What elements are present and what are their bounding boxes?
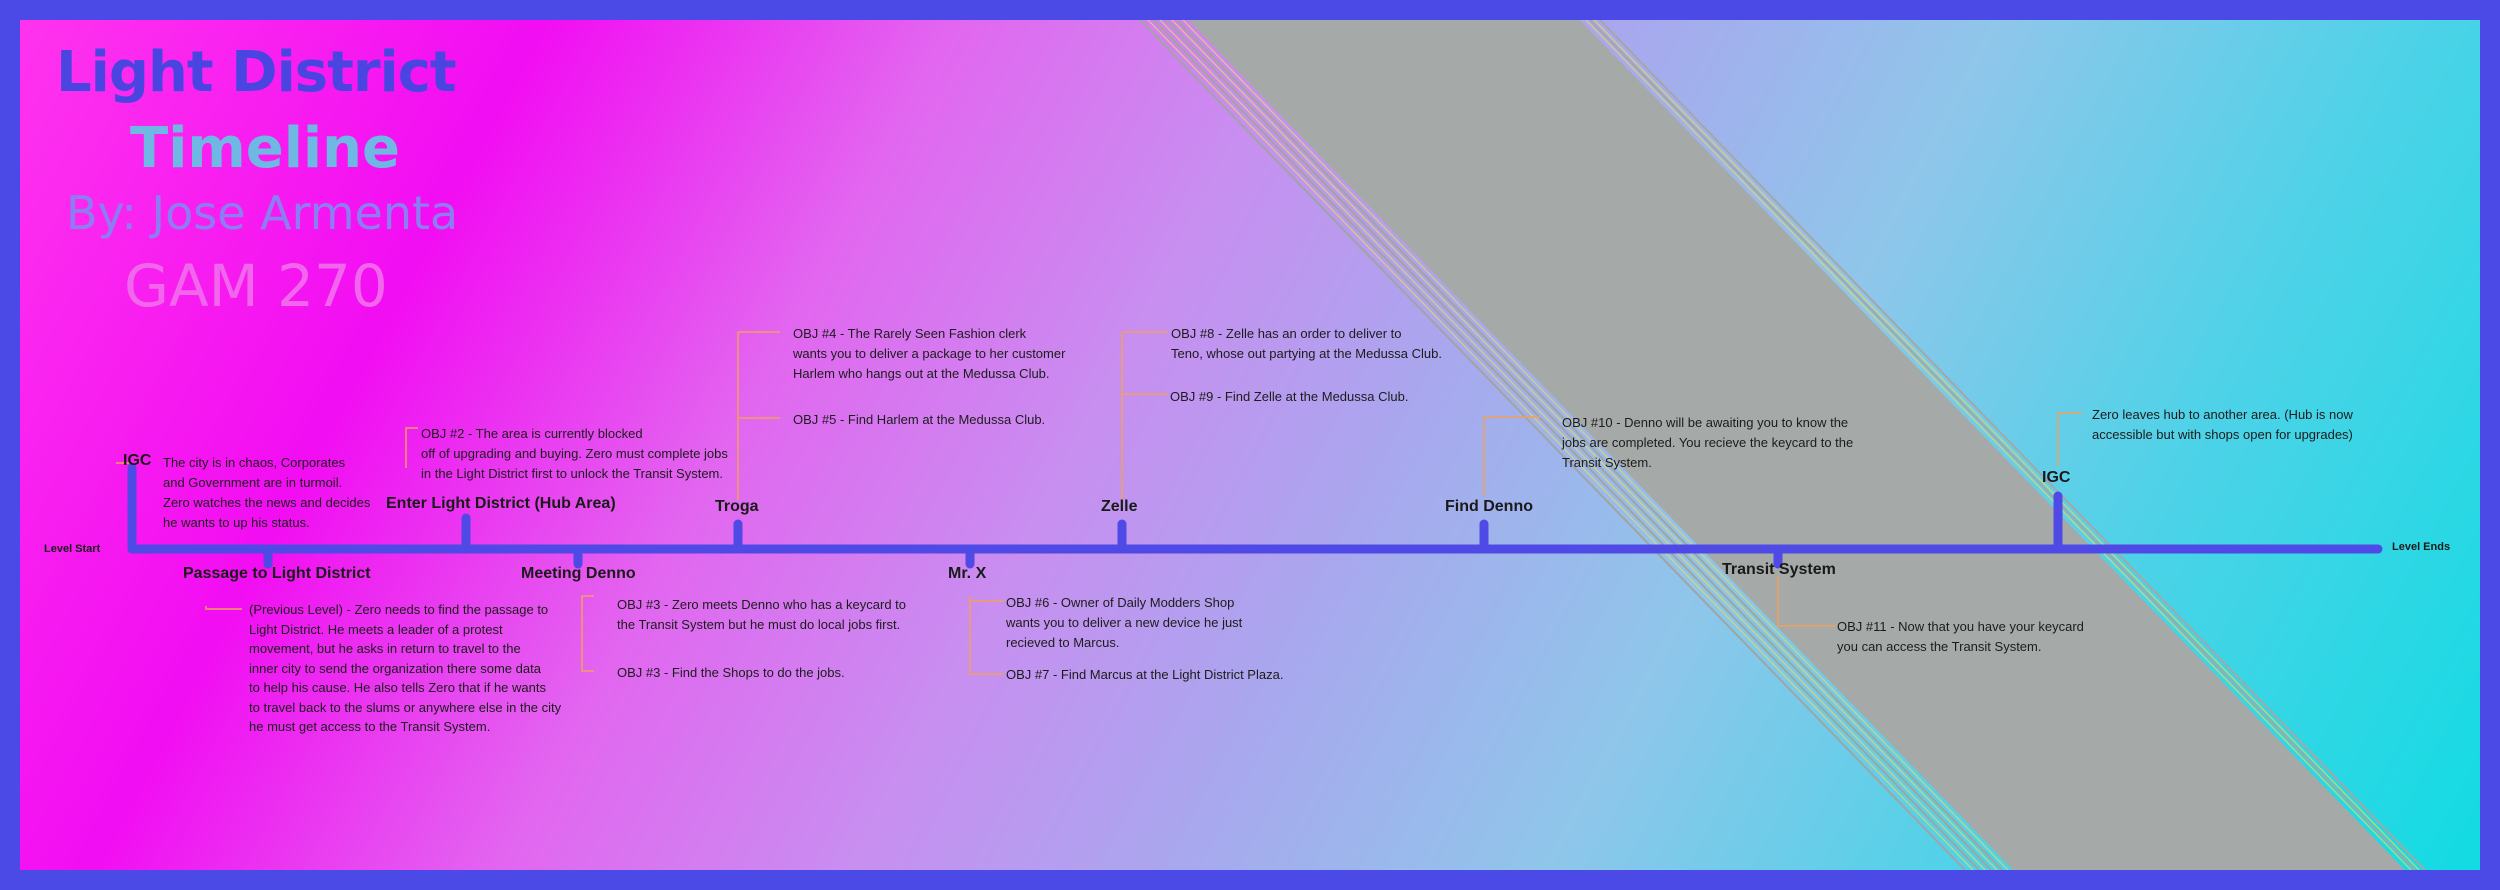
right-stripes bbox=[1589, 20, 2426, 870]
note-obj9: OBJ #9 - Find Zelle at the Medussa Club. bbox=[1170, 389, 1409, 404]
timeline-canvas: Light District Timeline By: Jose Armenta… bbox=[20, 20, 2480, 870]
course-code: GAM 270 bbox=[124, 252, 388, 320]
event-label-igc-end: IGC bbox=[2042, 469, 2071, 486]
connectors bbox=[116, 331, 2082, 675]
yellow-stripes bbox=[1147, 20, 2420, 870]
note-obj5: OBJ #5 - Find Harlem at the Medussa Club… bbox=[793, 412, 1046, 427]
note-obj11: OBJ #11 - Now that you have your keycard… bbox=[1837, 619, 2084, 654]
note-obj2: OBJ #2 - The area is currently blocked o… bbox=[421, 426, 728, 481]
gray-band bbox=[1188, 20, 2405, 870]
note-obj8: OBJ #8 - Zelle has an order to deliver t… bbox=[1171, 326, 1442, 361]
note-obj3-denno: OBJ #3 - Zero meets Denno who has a keyc… bbox=[617, 597, 907, 632]
note-obj6: OBJ #6 - Owner of Daily Modders Shop wan… bbox=[1006, 595, 1243, 650]
event-label-find-denno: Find Denno bbox=[1445, 498, 1533, 515]
page-subtitle: Timeline bbox=[130, 116, 400, 181]
note-igc-end: Zero leaves hub to another area. (Hub is… bbox=[2092, 407, 2353, 442]
event-label-transit: Transit System bbox=[1722, 561, 1836, 578]
event-label-troga: Troga bbox=[715, 498, 759, 515]
event-ticks bbox=[127, 463, 2063, 569]
event-label-zelle: Zelle bbox=[1101, 498, 1138, 515]
page-title: Light District bbox=[56, 40, 457, 105]
event-label-mr-x: Mr. X bbox=[948, 565, 987, 582]
note-igc-start: The city is in chaos, Corporates and Gov… bbox=[163, 455, 371, 530]
diagonal-stripes bbox=[1139, 20, 2003, 870]
event-label-igc-start: IGC bbox=[123, 452, 152, 469]
level-start-label: Level Start bbox=[44, 543, 101, 555]
note-obj3-shops: OBJ #3 - Find the Shops to do the jobs. bbox=[617, 665, 845, 680]
event-label-enter-hub: Enter Light District (Hub Area) bbox=[386, 495, 616, 512]
event-label-passage: Passage to Light District bbox=[183, 565, 371, 582]
note-passage: (Previous Level) - Zero needs to find th… bbox=[249, 602, 562, 734]
note-obj7: OBJ #7 - Find Marcus at the Light Distri… bbox=[1006, 667, 1284, 682]
note-obj10: OBJ #10 - Denno will be awaiting you to … bbox=[1562, 415, 1854, 470]
note-obj4: OBJ #4 - The Rarely Seen Fashion clerk w… bbox=[793, 326, 1066, 381]
background-art bbox=[116, 20, 2426, 870]
author-credit: By: Jose Armenta bbox=[66, 186, 459, 240]
level-end-label: Level Ends bbox=[2392, 541, 2451, 553]
event-label-meeting-denno: Meeting Denno bbox=[521, 565, 636, 582]
